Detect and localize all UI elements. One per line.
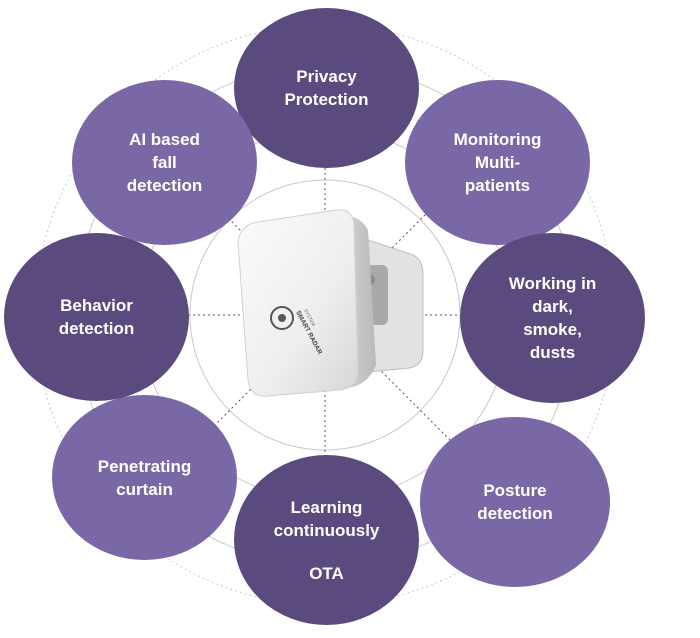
feature-penetrating-curtain: Penetrating curtain bbox=[52, 395, 237, 560]
feature-ai-fall-detection: AI based fall detection bbox=[72, 80, 257, 245]
feature-behavior-detection: Behavior detection bbox=[4, 233, 189, 401]
feature-monitoring-multi-patients: Monitoring Multi- patients bbox=[405, 80, 590, 245]
feature-working-in-dark: Working in dark, smoke, dusts bbox=[460, 233, 645, 403]
device-logo-ring bbox=[270, 306, 294, 330]
feature-posture-detection: Posture detection bbox=[420, 417, 610, 587]
device-logo-dot bbox=[278, 314, 286, 322]
radar-device: SMART RADAR SYSTEM bbox=[237, 209, 424, 397]
feature-learning-continuously: Learning continuously OTA bbox=[234, 455, 419, 625]
feature-privacy-protection: Privacy Protection bbox=[234, 8, 419, 168]
device-face bbox=[237, 209, 359, 397]
